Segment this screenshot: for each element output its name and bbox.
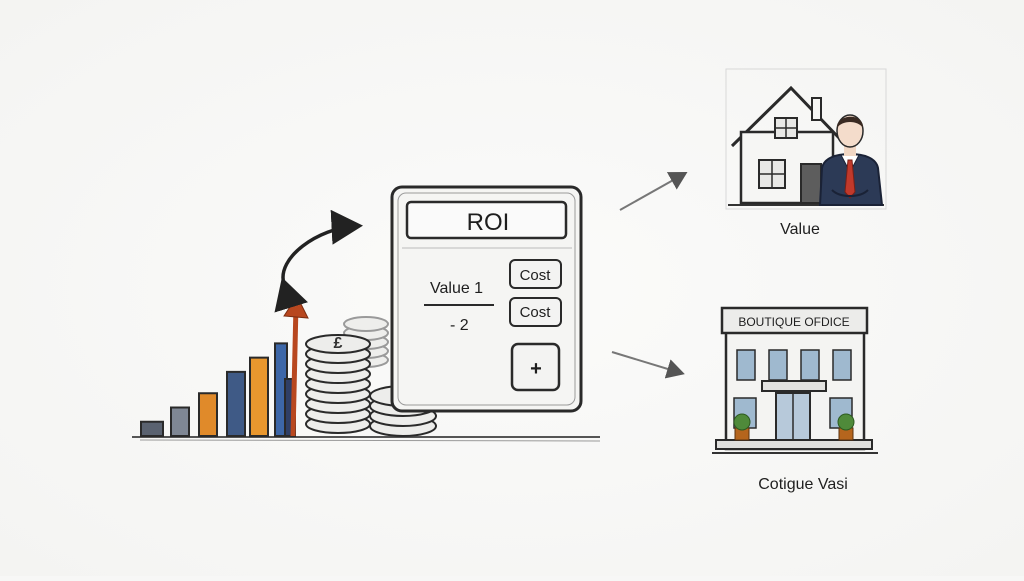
arrow-to-office-icon [611,351,685,379]
plus-button[interactable] [510,342,561,392]
cost-button-1-label: Cost [520,267,552,284]
plant-pot-right-icon [837,413,855,441]
formula-denominator: - 2 [450,317,469,334]
ground-shadow [139,439,601,442]
coin-stack-main [305,334,371,434]
office-sign: BOUTIQUE OFDICE [738,315,849,329]
calculator-display [405,200,568,240]
plus-button-label: + [530,358,542,380]
house-panel: Value [725,68,887,238]
chart-bar [170,406,190,437]
businessman-icon [818,114,884,206]
exchange-arrow-icon [274,209,363,313]
plant-pot-left-icon [733,413,751,441]
chart-bar [249,356,269,437]
roi-label: ROI [467,209,510,236]
chart-bar [198,392,218,437]
arrow-to-house-icon [619,172,688,211]
house-caption: Value [780,221,820,238]
coin-symbol-main: £ [334,335,343,352]
roi-calculator: ROI Value 1 - 2 Cost Cost + [390,185,583,413]
chart-bar [226,370,246,437]
house-icon [730,85,843,205]
office-panel: BOUTIQUE OFDICE Cotigue Vasi [712,306,878,493]
formula-numerator: Value 1 [430,280,483,297]
bar-chart [140,342,296,437]
cost-button-2[interactable] [509,297,562,327]
office-caption: Cotigue Vasi [758,476,848,493]
cost-button-1[interactable] [509,259,562,289]
coin [305,334,371,354]
coin [343,316,389,332]
cost-button-2-label: Cost [520,304,552,321]
chart-bar [140,420,164,437]
